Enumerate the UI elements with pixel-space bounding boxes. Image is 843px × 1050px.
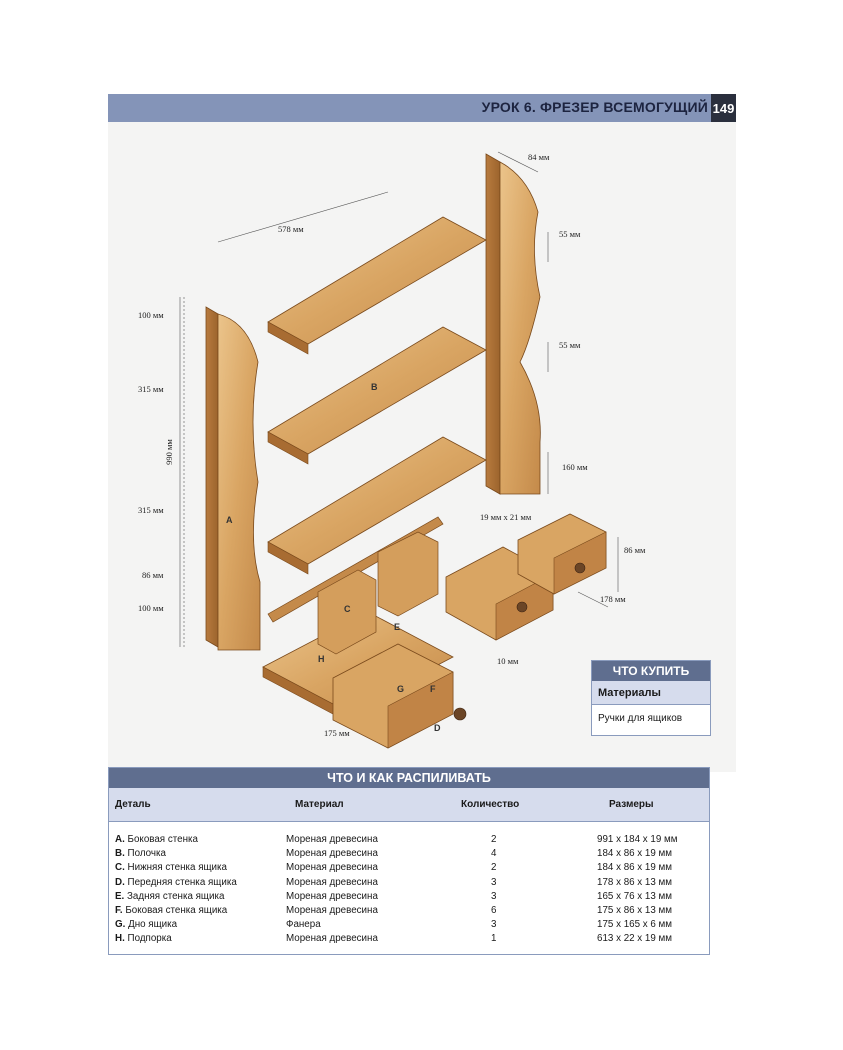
exploded-shelf-illustration: 84 мм 578 мм 55 мм 55 мм 100 мм 315 мм 9…	[108, 122, 736, 772]
dim-19x21: 19 мм х 21 мм	[480, 512, 532, 522]
row-part: Подпорка	[127, 933, 172, 945]
part-label-c: C	[344, 604, 351, 614]
part-label-b: B	[371, 382, 378, 392]
cutting-list-table: ЧТО И КАК РАСПИЛИВАТЬ Деталь Материал Ко…	[108, 767, 710, 955]
dim-100-top: 100 мм	[138, 310, 164, 320]
row-size: 991 х 184 х 19 мм	[597, 834, 678, 845]
dim-178: 178 мм	[600, 594, 626, 604]
row-qty: 6	[491, 904, 497, 916]
row-size: 184 х 86 х 19 мм	[597, 848, 673, 860]
row-qty: 3	[491, 919, 497, 931]
part-label-g: G	[397, 684, 405, 694]
table-row: D. Передняя стенка ящика Мореная древеси…	[109, 877, 709, 891]
dim-10: 10 мм	[497, 656, 519, 666]
row-qty: 3	[491, 876, 497, 888]
row-code: F.	[115, 904, 123, 916]
table-row: B. Полочка Мореная древесина 4 184 х 86 …	[109, 848, 709, 862]
row-material: Мореная древесина	[286, 876, 378, 888]
dim-55-mid: 55 мм	[559, 340, 581, 350]
row-qty: 4	[491, 848, 497, 860]
row-code: A.	[115, 834, 125, 845]
table-row: F. Боковая стенка ящика Мореная древесин…	[109, 905, 709, 919]
table-row: A. Боковая стенка Мореная древесина 2 99…	[109, 834, 709, 848]
row-size: 175 х 165 х 6 мм	[597, 919, 673, 931]
row-code: G.	[115, 919, 126, 931]
dim-990: 990 мм	[163, 439, 174, 465]
row-code: B.	[115, 848, 125, 860]
part-label-e: E	[394, 622, 401, 632]
table-row: E. Задняя стенка ящика Мореная древесина…	[109, 891, 709, 905]
dim-160: 160 мм	[562, 462, 588, 472]
row-qty: 3	[491, 890, 497, 902]
row-code: H.	[115, 933, 125, 945]
row-qty: 2	[491, 834, 497, 845]
chapter-title: УРОК 6. ФРЕЗЕР ВСЕМОГУЩИЙ	[481, 99, 708, 115]
left-side-panel-face	[217, 313, 261, 651]
row-material: Мореная древесина	[286, 862, 378, 874]
row-part: Нижняя стенка ящика	[127, 862, 227, 874]
dim-578: 578 мм	[278, 224, 304, 234]
dim-55-top: 55 мм	[559, 229, 581, 239]
dim-175: 175 мм	[324, 728, 350, 738]
row-size: 178 х 86 х 13 мм	[597, 876, 673, 888]
dim-86-right: 86 мм	[624, 545, 646, 555]
header-part: Деталь	[115, 799, 151, 810]
dim-86-left: 86 мм	[142, 570, 164, 580]
row-part: Дно ящика	[128, 919, 178, 931]
row-part: Боковая стенка	[127, 834, 198, 845]
table-row: H. Подпорка Мореная древесина 1 613 х 22…	[109, 933, 709, 947]
header-material: Материал	[295, 799, 344, 810]
header-qty: Количество	[461, 799, 520, 810]
cutting-list-header: Деталь Материал Количество Размеры	[109, 788, 709, 822]
part-label-a: A	[226, 515, 233, 525]
row-size: 184 х 86 х 19 мм	[597, 862, 673, 874]
right-side-panel	[485, 153, 501, 495]
header-size: Размеры	[609, 799, 654, 810]
cutting-list-rows: A. Боковая стенка Мореная древесина 2 99…	[109, 822, 709, 948]
table-row: C. Нижняя стенка ящика Мореная древесина…	[109, 862, 709, 876]
dim-315-bottom: 315 мм	[138, 505, 164, 515]
shelf-drawing	[179, 151, 619, 749]
right-side-panel-face	[499, 161, 541, 495]
buy-box-section: Материалы	[592, 681, 710, 705]
row-part: Боковая стенка ящика	[125, 904, 228, 916]
dim-315-top: 315 мм	[138, 384, 164, 394]
row-code: C.	[115, 862, 125, 874]
row-qty: 2	[491, 862, 497, 874]
buy-box-item: Ручки для ящиков	[598, 713, 683, 724]
row-part: Задняя стенка ящика	[127, 890, 225, 902]
row-size: 613 х 22 х 19 мм	[597, 933, 673, 945]
row-material: Мореная древесина	[286, 848, 378, 860]
row-material: Мореная древесина	[286, 890, 378, 902]
buy-box-title: ЧТО КУПИТЬ	[592, 661, 710, 681]
row-qty: 1	[491, 933, 497, 945]
row-part: Полочка	[127, 848, 166, 860]
part-label-h: H	[318, 654, 325, 664]
part-label-d: D	[434, 723, 441, 733]
dim-84: 84 мм	[528, 152, 550, 162]
row-material: Фанера	[286, 919, 321, 931]
row-part: Передняя стенка ящика	[127, 876, 237, 888]
row-material: Мореная древесина	[286, 904, 378, 916]
cutting-list-title: ЧТО И КАК РАСПИЛИВАТЬ	[109, 768, 709, 788]
top-shelf	[267, 216, 487, 345]
row-material: Мореная древесина	[286, 834, 378, 845]
left-side-panel	[205, 306, 219, 648]
row-size: 175 х 86 х 13 мм	[597, 904, 673, 916]
table-row: G. Дно ящика Фанера 3 175 х 165 х 6 мм	[109, 919, 709, 933]
part-label-f: F	[430, 684, 436, 694]
page-header: УРОК 6. ФРЕЗЕР ВСЕМОГУЩИЙ 149	[108, 94, 736, 122]
row-code: D.	[115, 876, 125, 888]
row-size: 165 х 76 х 13 мм	[597, 890, 673, 902]
page-number: 149	[711, 94, 736, 122]
what-to-buy-box: ЧТО КУПИТЬ Материалы Ручки для ящиков	[591, 660, 711, 736]
row-material: Мореная древесина	[286, 933, 378, 945]
dim-100-bottom: 100 мм	[138, 603, 164, 613]
row-code: E.	[115, 890, 125, 902]
